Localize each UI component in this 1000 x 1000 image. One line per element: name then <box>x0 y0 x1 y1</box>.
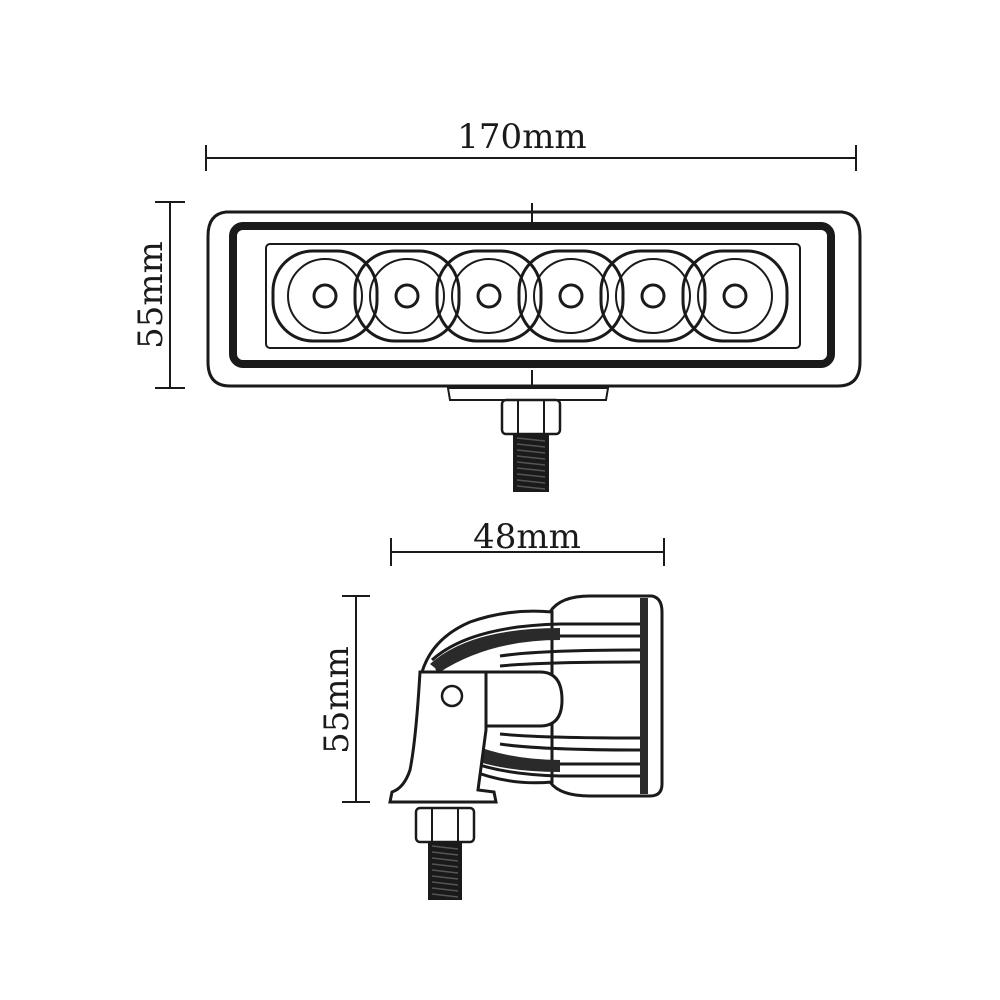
front-view: 170mm 55mm <box>131 117 862 492</box>
bolt-thread <box>516 479 546 484</box>
side-center-channel <box>486 670 564 728</box>
front-bolt-threads <box>516 437 546 490</box>
bolt-thread <box>516 461 546 466</box>
side-bolt-threads <box>431 845 459 898</box>
bolt-thread <box>516 449 546 454</box>
led-reflector <box>517 249 625 343</box>
bolt-thread <box>516 443 546 448</box>
front-width-label: 170mm <box>457 117 586 157</box>
bolt-thread <box>431 881 459 886</box>
side-lens-rim <box>640 598 648 794</box>
bolt-thread <box>516 467 546 472</box>
front-height-dimension <box>155 201 185 389</box>
front-housing-outer <box>206 210 862 388</box>
led-reflector <box>353 249 461 343</box>
side-fin-shade-top <box>430 628 560 672</box>
bolt-thread <box>431 875 459 880</box>
led-reflector <box>599 249 707 343</box>
bolt-thread <box>516 437 546 442</box>
led-reflector <box>681 249 789 343</box>
bolt-thread <box>431 851 459 856</box>
bolt-thread <box>431 887 459 892</box>
side-mount-bracket <box>388 670 498 804</box>
bolt-thread <box>431 857 459 862</box>
bolt-thread <box>431 863 459 868</box>
bolt-thread <box>431 845 459 850</box>
led-reflector-row <box>271 249 789 343</box>
bolt-thread <box>516 485 546 490</box>
side-height-dimension <box>342 595 370 803</box>
led-reflector <box>435 249 543 343</box>
side-height-label: 55mm <box>317 646 357 754</box>
bolt-thread <box>516 473 546 478</box>
front-height-label: 55mm <box>131 241 171 349</box>
side-mount-nut <box>414 806 476 844</box>
side-depth-dimension <box>390 538 665 566</box>
bolt-thread <box>516 455 546 460</box>
front-mount-nut <box>500 398 562 436</box>
side-fin-shade-bottom <box>430 728 560 772</box>
led-reflector <box>271 249 379 343</box>
front-mount-bracket <box>446 387 610 401</box>
front-width-dimension <box>205 145 857 171</box>
bolt-thread <box>431 869 459 874</box>
bolt-thread <box>431 893 459 898</box>
side-depth-label: 48mm <box>473 517 581 557</box>
side-view: 48mm 55mm <box>317 517 665 900</box>
front-bezel <box>229 222 835 368</box>
side-lens-plate <box>548 594 664 798</box>
front-lens-window <box>265 243 801 349</box>
side-bracket-pivot <box>440 684 464 708</box>
